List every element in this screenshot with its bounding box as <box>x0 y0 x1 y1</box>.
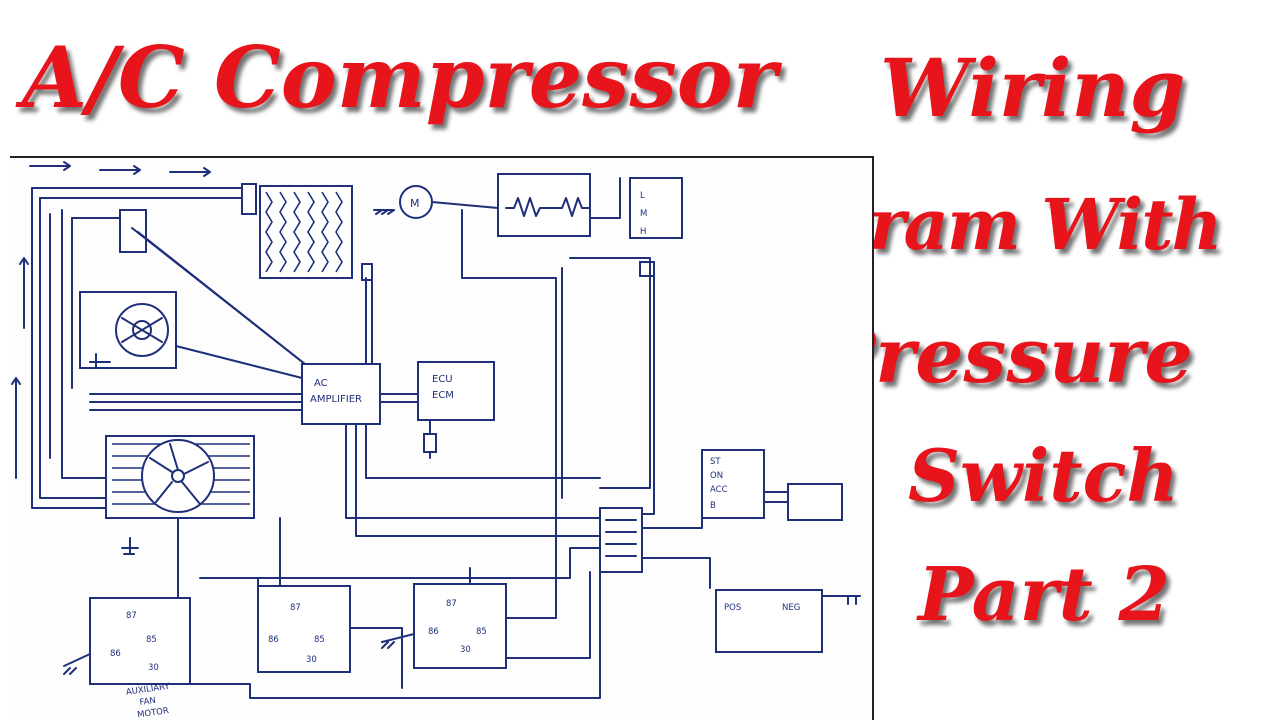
battery-pos: POS <box>724 603 741 613</box>
fan-switch: L M H <box>629 177 683 277</box>
svg-text:86: 86 <box>428 627 439 637</box>
compressor <box>79 291 177 369</box>
ignition-on: ON <box>710 471 723 481</box>
airflow-arrows <box>11 161 211 479</box>
svg-text:86: 86 <box>110 649 121 659</box>
title-line-2: Wiring <box>880 41 1186 135</box>
relay-3: 87 86 85 30 <box>381 583 507 669</box>
radiator-fan <box>105 435 255 519</box>
title-line-5: Switch <box>908 433 1179 518</box>
svg-text:87: 87 <box>290 603 301 613</box>
svg-text:87: 87 <box>126 611 137 621</box>
title-line-1: A/C Compressor <box>22 28 778 127</box>
svg-text:M: M <box>640 209 647 219</box>
title-line-6: Part 2 <box>918 552 1171 638</box>
battery: POS NEG <box>715 589 861 653</box>
ecu-label-1: ECU <box>432 374 453 385</box>
blower-motor: M <box>373 185 499 219</box>
refrigerant-lines <box>31 187 246 509</box>
title-line-4: Pressure <box>818 311 1193 400</box>
blower-resistor <box>497 173 591 237</box>
wiring-harness <box>89 177 711 699</box>
ecu-label-2: ECM <box>432 390 454 401</box>
auxiliary-fan-label: AUXILIARY FAN MOTOR <box>125 682 171 720</box>
ignition-st: ST <box>710 457 721 467</box>
svg-text:85: 85 <box>476 627 487 637</box>
ac-amplifier: AC AMPLIFIER <box>301 363 381 425</box>
ac-amplifier-label-1: AC <box>314 378 328 389</box>
svg-text:30: 30 <box>460 645 471 655</box>
ignition-b: B <box>710 501 716 511</box>
relay-1: 87 85 86 30 <box>63 597 191 685</box>
svg-text:30: 30 <box>148 663 159 673</box>
svg-text:86: 86 <box>268 635 279 645</box>
svg-text:MOTOR: MOTOR <box>137 706 170 720</box>
motor-label: M <box>410 197 420 210</box>
fuse-block <box>599 507 643 573</box>
svg-text:30: 30 <box>306 655 317 665</box>
wiring-diagram: M L M H AC AMPLIFIER ECU ECM ST <box>11 161 861 720</box>
ecu: ECU ECM <box>417 361 495 459</box>
svg-text:87: 87 <box>446 599 457 609</box>
pressure-switch <box>119 209 321 377</box>
svg-text:L: L <box>640 191 645 201</box>
ignition-acc: ACC <box>710 485 728 495</box>
battery-neg: NEG <box>782 603 800 613</box>
ignition-switch: ST ON ACC B <box>701 449 843 521</box>
svg-text:H: H <box>640 227 646 237</box>
svg-text:85: 85 <box>314 635 325 645</box>
relay-2: 87 86 85 30 <box>257 585 351 673</box>
ac-amplifier-label-2: AMPLIFIER <box>310 394 362 405</box>
wiring-sketch-panel: M L M H AC AMPLIFIER ECU ECM ST <box>10 156 874 720</box>
svg-text:85: 85 <box>146 635 157 645</box>
svg-text:FAN: FAN <box>139 696 157 708</box>
condenser <box>241 183 373 281</box>
